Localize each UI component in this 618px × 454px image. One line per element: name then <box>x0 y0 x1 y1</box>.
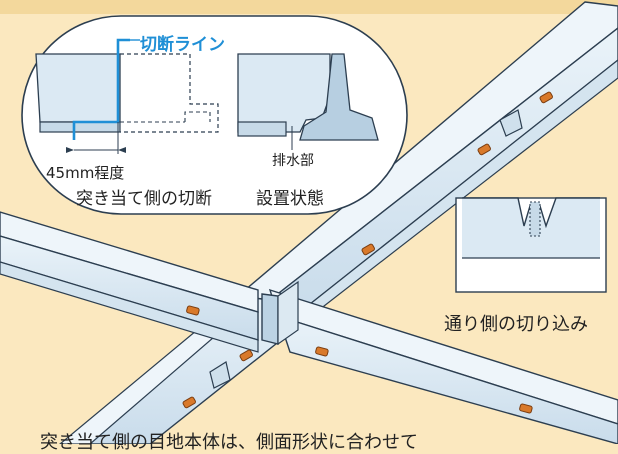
through-side-notch-label: 通り側の切り込み <box>444 314 588 335</box>
drain-plugs <box>182 91 553 414</box>
installed-state-label: 設置状態 <box>256 189 324 209</box>
butt-side-profile <box>35 38 219 154</box>
horizontal-channel <box>0 211 618 444</box>
top-strip <box>0 0 618 14</box>
cut-line-label: 切断ライン <box>140 35 225 55</box>
bottom-caption: 突き当て側の目地本体は、側面形状に合わせて <box>40 432 418 453</box>
drain-label: 排水部 <box>272 153 314 169</box>
dimension-label: 45mm程度 <box>46 164 125 182</box>
detail-inset <box>21 15 408 215</box>
notch-detail <box>455 197 607 293</box>
diagonal-channel <box>59 1 618 444</box>
installed-profile <box>237 53 379 150</box>
diagram-canvas <box>0 0 618 444</box>
butt-side-cut-label: 突き当て側の切断 <box>76 189 212 209</box>
